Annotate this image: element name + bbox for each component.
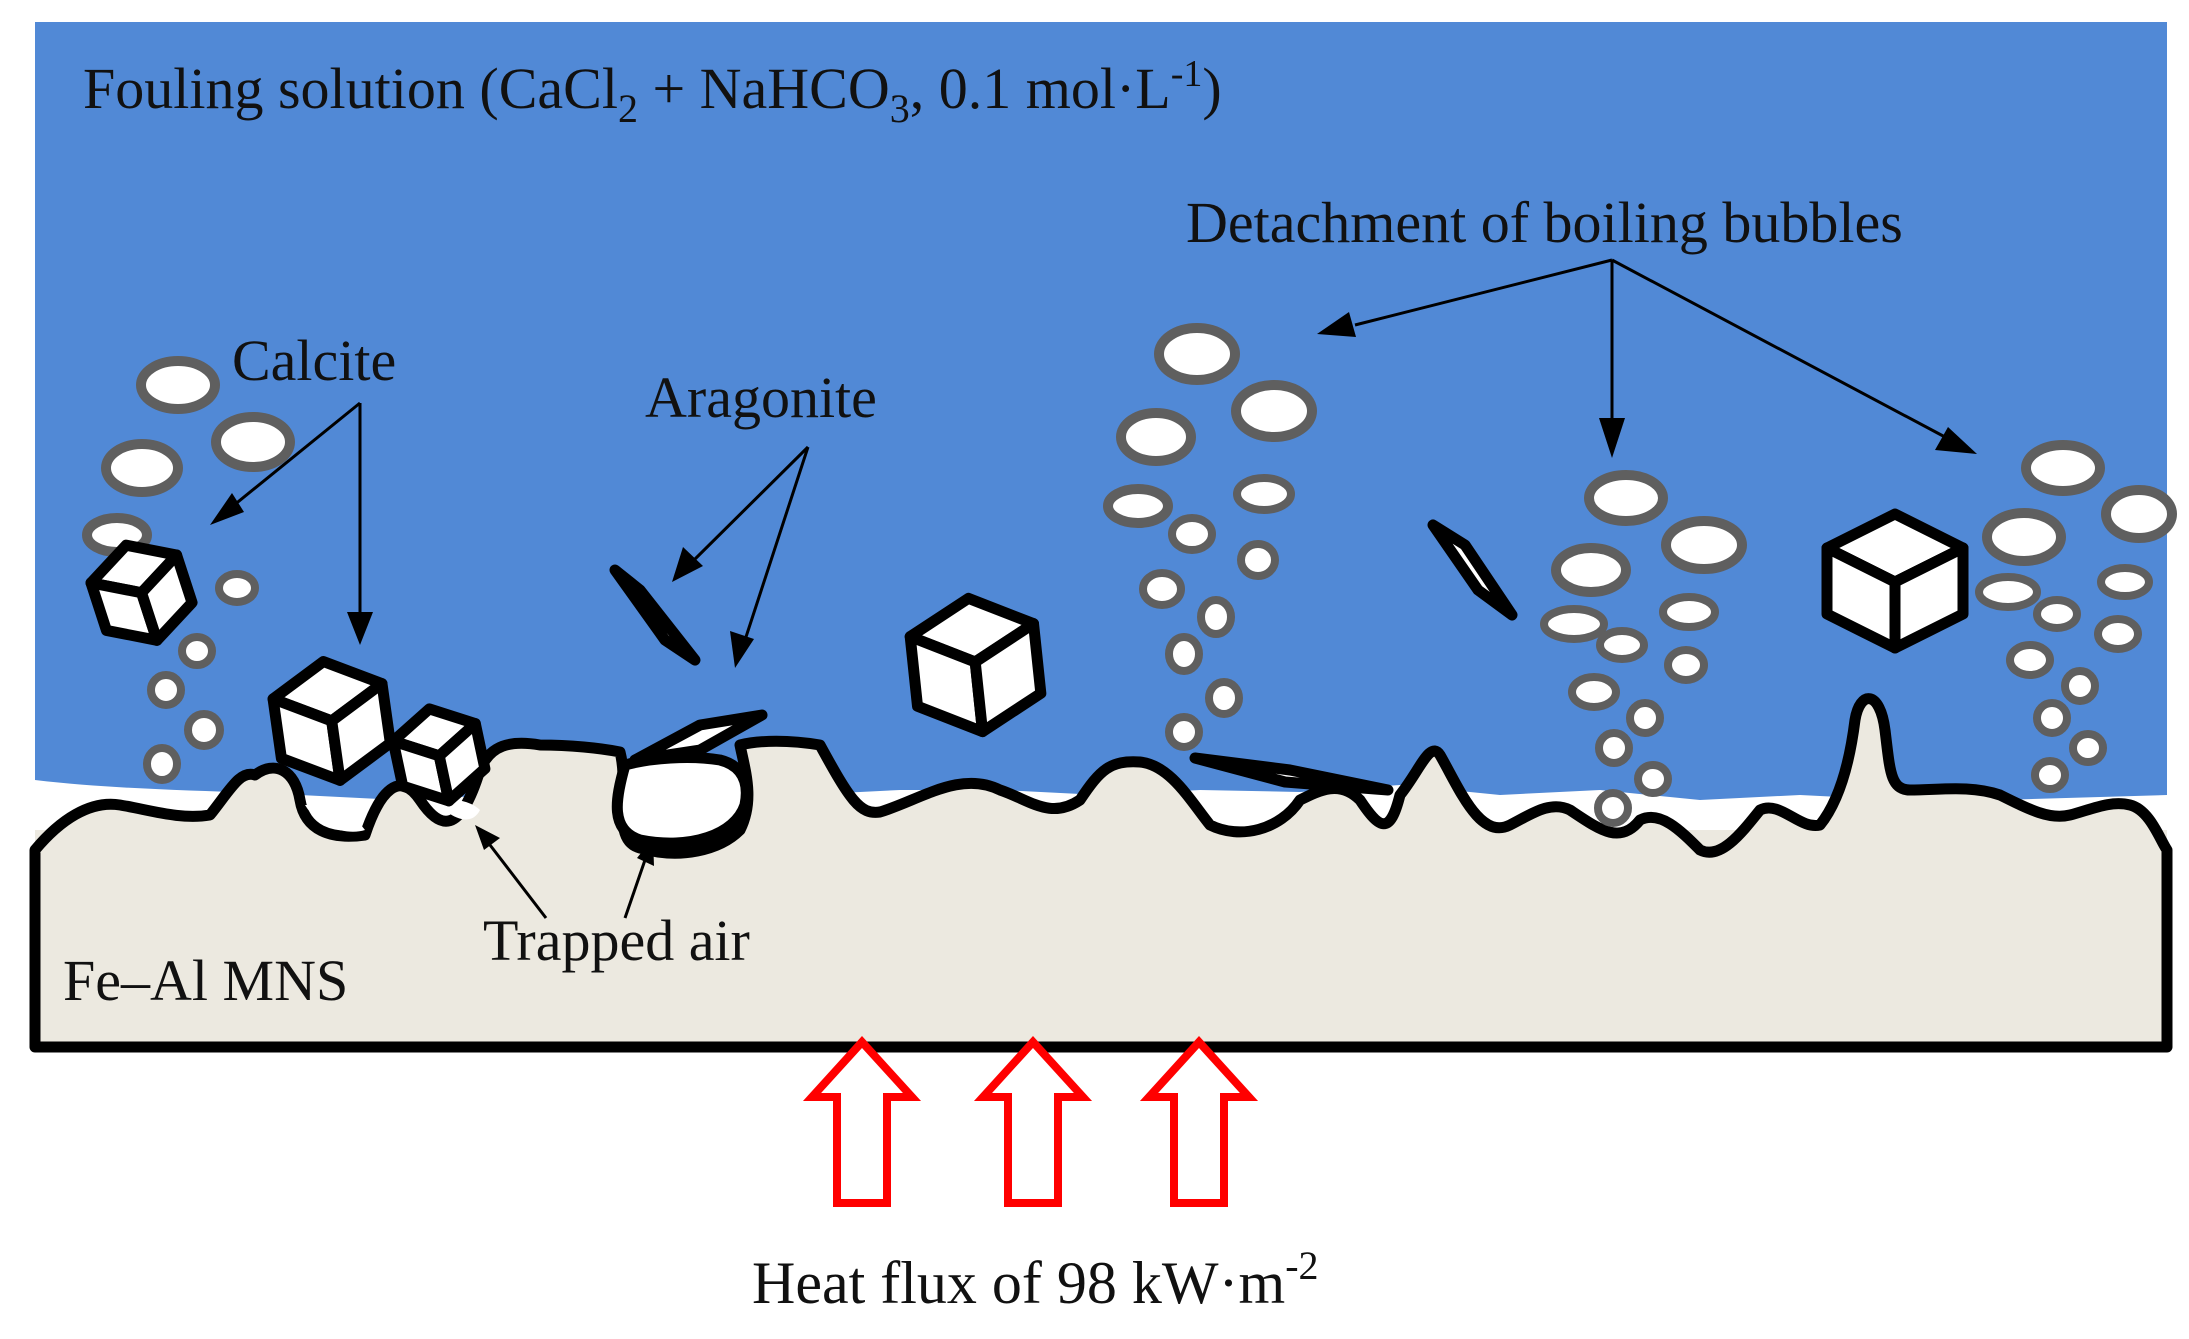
substrate-label: Fe–Al MNS	[63, 948, 348, 1013]
boiling-bubble	[1197, 596, 1235, 638]
calcite-crystal	[904, 592, 1047, 738]
calcite-label: Calcite	[232, 328, 396, 393]
arrowhead	[1935, 427, 1977, 454]
bubble-column-center-right	[1540, 470, 1747, 827]
boiling-bubble	[1233, 474, 1295, 514]
calcite-crystal	[1821, 508, 1969, 654]
boiling-bubble	[2069, 730, 2107, 766]
aragonite-label: Aragonite	[645, 365, 877, 430]
boiling-bubble	[1205, 678, 1243, 718]
boiling-bubble	[1165, 713, 1203, 751]
aragonite-crystal	[629, 709, 768, 766]
boiling-bubble	[1975, 573, 2041, 611]
aragonite-crystal	[609, 564, 701, 666]
trapped-air-pointer	[488, 844, 548, 919]
arrowhead	[730, 631, 754, 668]
boiling-bubble	[178, 633, 216, 669]
boiling-bubble	[184, 710, 224, 750]
boiling-bubble	[1584, 470, 1668, 526]
boiling-bubble	[101, 439, 183, 497]
aragonite-pointer	[743, 446, 810, 641]
boiling-bubble	[2097, 564, 2153, 600]
boiling-bubble	[1661, 516, 1747, 574]
boiling-bubble	[2061, 667, 2099, 705]
arrowhead	[475, 825, 500, 850]
boiling-bubble	[1568, 673, 1620, 711]
boiling-bubble	[1596, 627, 1648, 663]
arrowhead	[1317, 312, 1356, 337]
surface-profile	[29, 693, 2173, 1053]
boiling-bubble	[2006, 641, 2054, 679]
boiling-bubble	[1154, 323, 1240, 385]
boiling-bubble	[143, 744, 181, 784]
trapped-air-pocket	[305, 805, 365, 832]
arrowhead	[1599, 418, 1625, 458]
boiling-bubble	[2033, 699, 2071, 737]
boiling-bubble	[1103, 484, 1173, 528]
calcite-crystal	[85, 539, 198, 646]
boiling-bubble	[1634, 761, 1672, 797]
boiling-bubble	[1139, 569, 1185, 609]
bubble-column-middle	[1103, 323, 1317, 751]
arrowhead	[347, 612, 373, 645]
arrowhead	[672, 547, 703, 582]
detachment-pointer	[1611, 258, 1946, 439]
detachment-label: Detachment of boiling bubbles	[1186, 190, 1903, 255]
heat-flux-arrow	[1139, 1036, 1259, 1207]
calcite-crystal	[387, 703, 491, 807]
aragonite-pointer	[688, 445, 810, 566]
boiling-bubble	[136, 356, 220, 414]
boiling-bubble	[2021, 440, 2105, 496]
arrowhead	[210, 493, 244, 525]
calcite-pointer	[227, 401, 361, 512]
calcite-crystal	[267, 656, 396, 786]
boiling-bubble	[1237, 540, 1279, 580]
trapped-air-label: Trapped air	[483, 908, 750, 973]
aragonite-crystal	[1427, 519, 1518, 621]
boiling-bubble	[1165, 633, 1203, 675]
arrowhead	[637, 838, 654, 866]
boiling-bubble	[1231, 380, 1317, 442]
fouling-solution-label: Fouling solution (CaCl2 + NaHCO3, 0.1 mo…	[83, 53, 1222, 131]
boiling-bubble	[1664, 646, 1708, 684]
bubble-column-right	[1975, 440, 2177, 793]
boiling-bubble	[1982, 508, 2066, 566]
boiling-bubble	[1626, 699, 1664, 737]
aragonite-crystal	[1189, 752, 1394, 796]
boiling-bubble	[2101, 485, 2177, 543]
boiling-bubble	[1168, 514, 1216, 554]
bubble-column-left	[82, 356, 295, 784]
detachment-pointer	[1354, 258, 1613, 327]
boiling-bubble	[1594, 789, 1632, 827]
trapped-air-pointer	[623, 859, 647, 919]
boiling-bubble	[2033, 596, 2081, 632]
boiling-bubble	[147, 671, 185, 709]
boiling-bubble	[211, 412, 295, 472]
boiling-bubble	[2031, 757, 2069, 793]
trapped-air-pocket	[611, 752, 752, 849]
boiling-bubble	[1540, 605, 1608, 643]
boiling-bubble	[1595, 729, 1633, 767]
boiling-bubble	[2094, 615, 2142, 653]
heat-flux-label: Heat flux of 98 kW·m-2	[752, 1243, 1319, 1316]
boiling-bubble	[1116, 408, 1196, 466]
heat-flux-arrow	[802, 1036, 922, 1207]
boiling-bubble	[1659, 593, 1719, 631]
boiling-bubble	[1551, 543, 1631, 597]
boiling-bubble	[215, 570, 259, 606]
heat-flux-arrow	[973, 1036, 1093, 1207]
